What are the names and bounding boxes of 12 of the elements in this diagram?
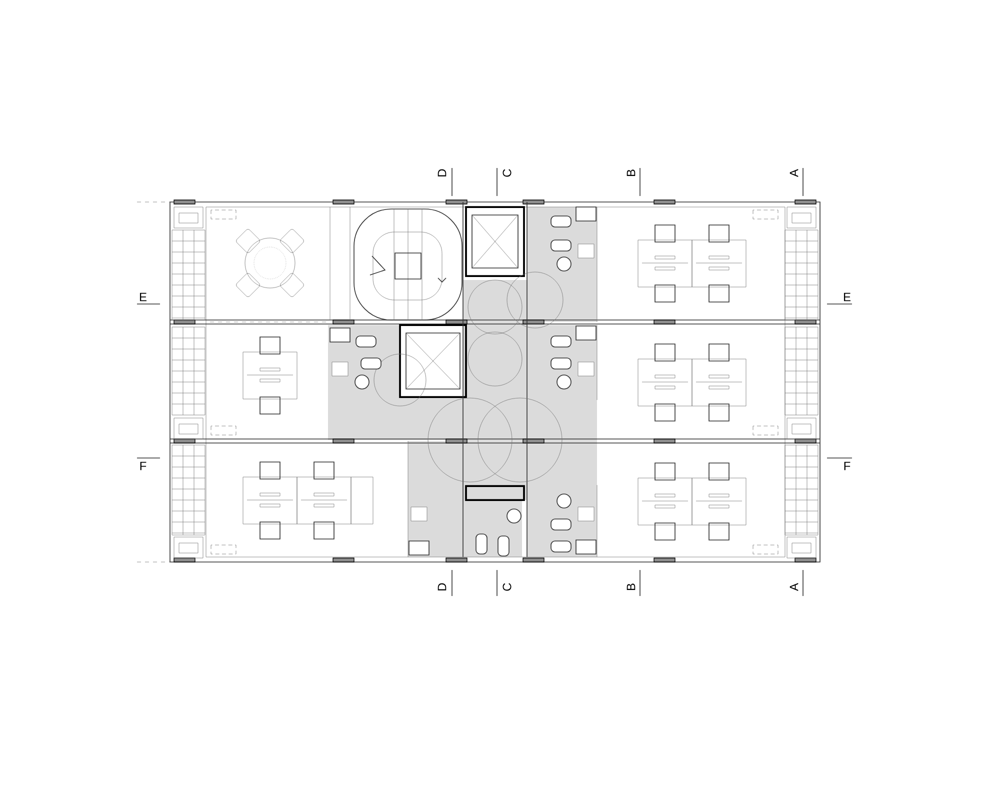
section-mark: C (496, 168, 512, 196)
section-mark: F (136, 458, 160, 470)
section-mark: B (626, 168, 640, 196)
section-mark: E (136, 292, 160, 304)
section-mark: A (790, 570, 804, 596)
section-mark: C (496, 570, 512, 596)
section-mark: D (438, 168, 452, 196)
section-mark: D (438, 570, 452, 596)
section-mark: A (790, 168, 804, 196)
section-mark: E (826, 292, 852, 304)
section-mark: F (826, 458, 852, 470)
section-mark: B (626, 570, 640, 596)
